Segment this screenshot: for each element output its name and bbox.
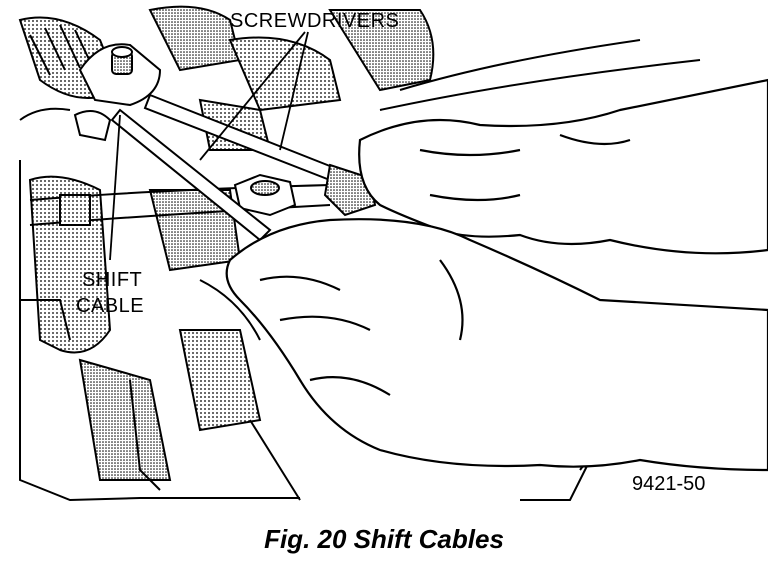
leader-shift-cable [109,114,121,261]
leader-lines [109,31,309,261]
shift-cable-end [29,43,331,226]
upper-hand [358,78,768,255]
mounting-bolt [233,173,297,217]
leader-screwdriver-2 [279,31,309,151]
figure-caption: Fig. 20 Shift Cables [264,524,504,554]
figure-code: 9421-50 [632,473,705,495]
label-screwdrivers: SCREWDRIVERS [230,10,399,32]
leader-screwdriver-1 [199,31,306,161]
label-shift: SHIFT [82,269,142,291]
engine-components [148,5,701,151]
transmission-housing [19,160,711,502]
label-cable: CABLE [76,295,144,317]
lower-hand [225,218,768,472]
